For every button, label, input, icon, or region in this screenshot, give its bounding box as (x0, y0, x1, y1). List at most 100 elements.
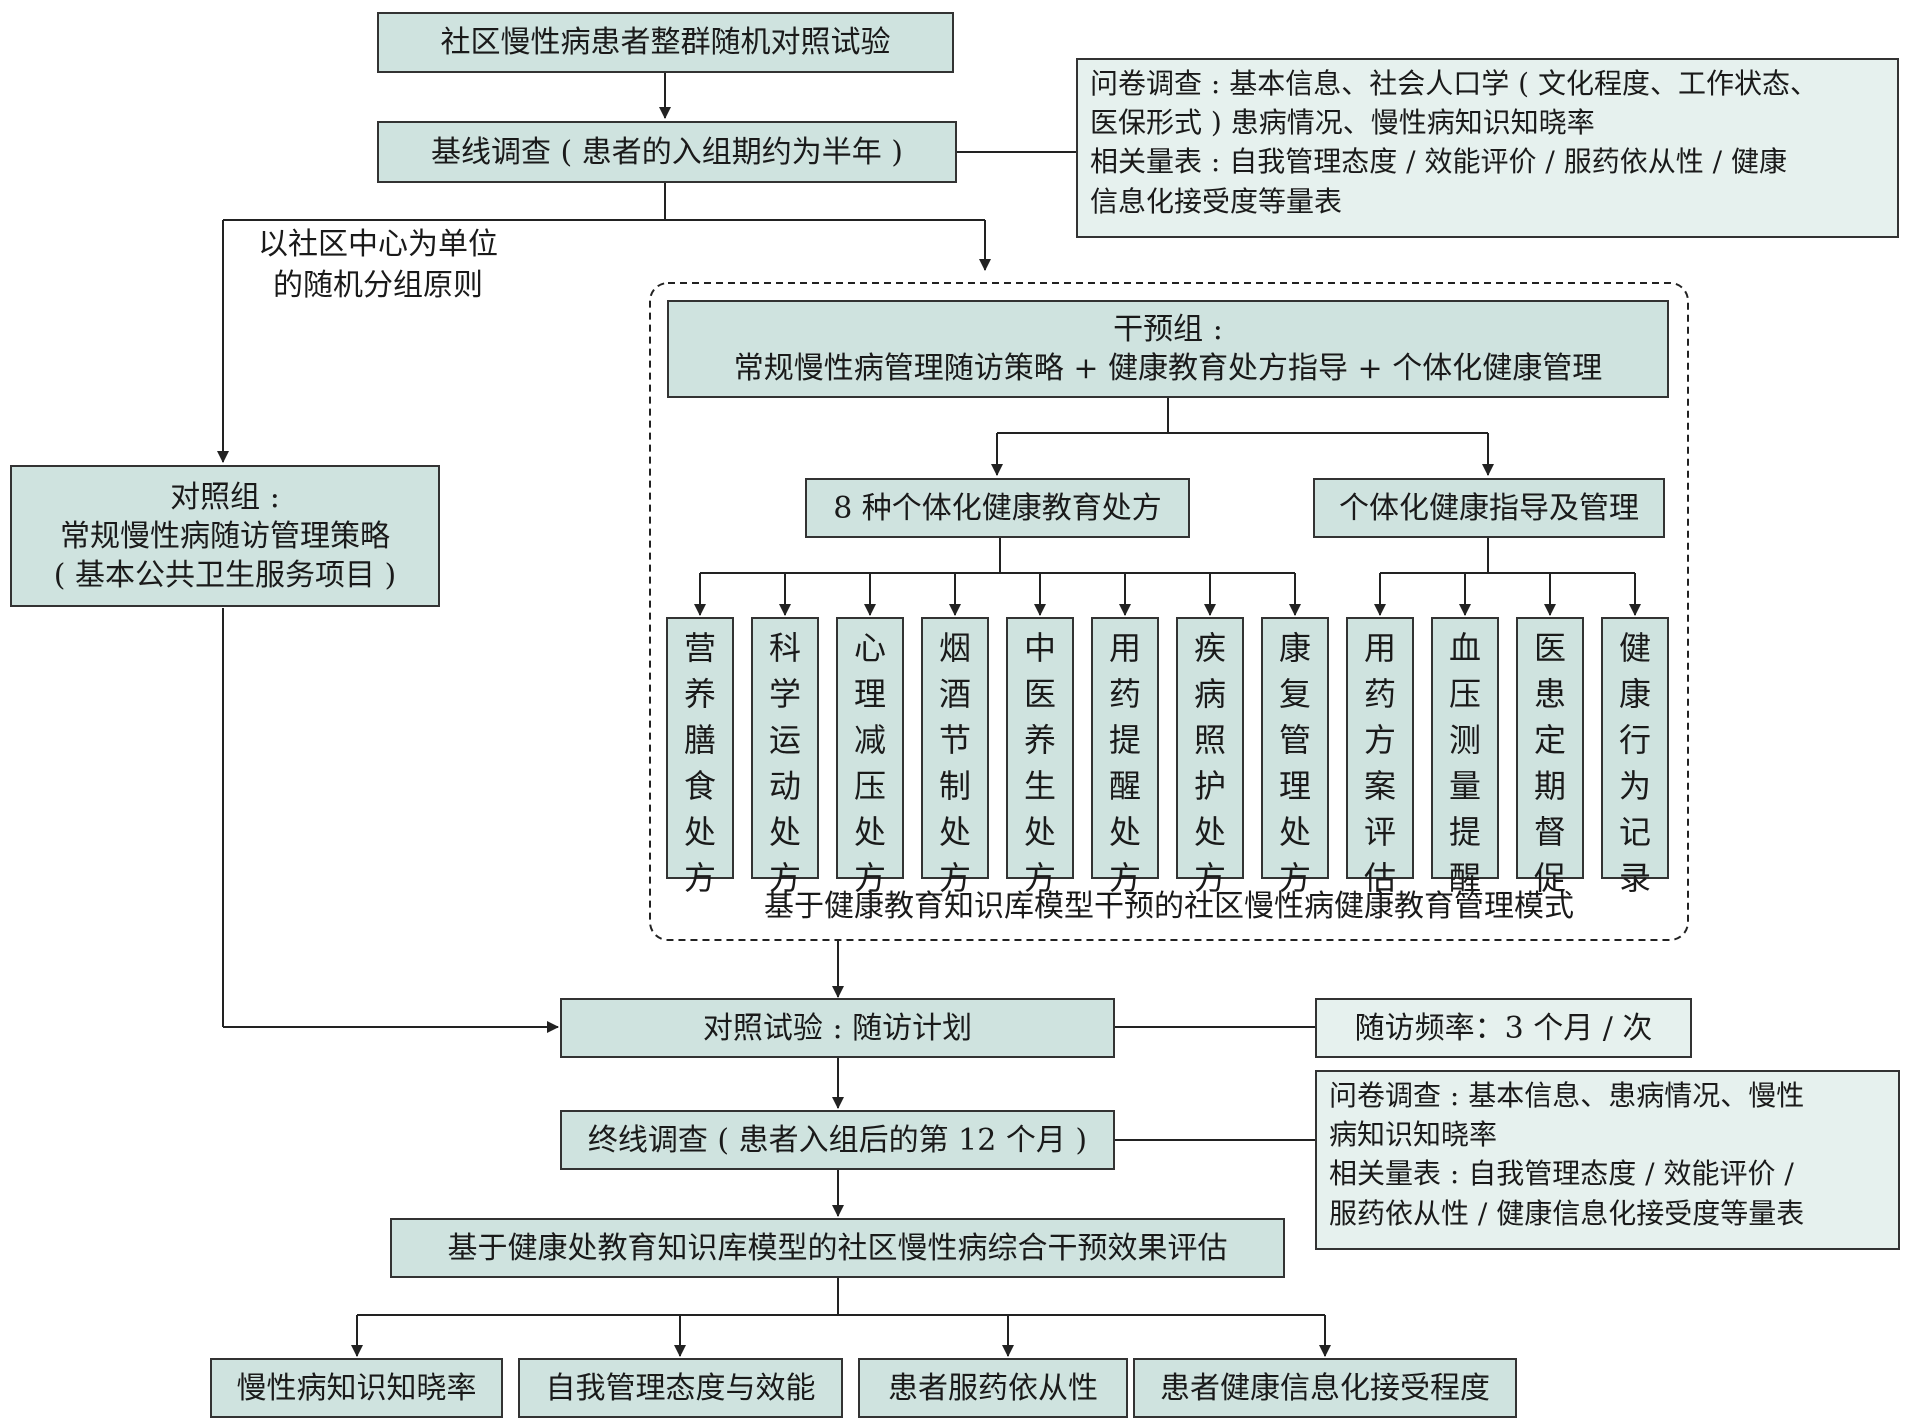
prescription-item-6-char: 方 (1108, 859, 1141, 897)
prescription-item-6-char: 提 (1108, 721, 1141, 759)
intervention-line1: 干预组 : (1113, 312, 1223, 347)
model-caption: 基于健康教育知识库模型干预的社区慢性病健康教育管理模式 (764, 889, 1574, 924)
prescription-item-6-char: 处 (1108, 813, 1141, 851)
random-principle-label: 以社区中心为单位 的随机分组原则 (238, 225, 518, 306)
prescription-item-8: 康复管理处方 (1261, 617, 1329, 897)
guidance-title: 个体化健康指导及管理 (1339, 490, 1639, 526)
guidance-item-3-char: 期 (1533, 767, 1566, 805)
prescription-item-6-char: 用 (1108, 629, 1141, 667)
prescription-item-7-char: 疾 (1193, 629, 1226, 667)
prescription-item-4-char: 酒 (938, 675, 971, 713)
prescription-item-3: 心理减压处方 (836, 617, 904, 897)
prescription-item-3-char: 理 (853, 675, 886, 713)
prescription-item-4-char: 处 (938, 813, 971, 851)
prescription-item-8-char: 方 (1278, 859, 1311, 897)
guidance-item-1-char: 案 (1363, 767, 1396, 805)
prescription-item-8-char: 管 (1278, 721, 1311, 759)
prescription-item-3-char: 处 (853, 813, 886, 851)
guidance-item-2-char: 压 (1448, 675, 1481, 713)
outcome-3-label: 患者服药依从性 (888, 1370, 1098, 1406)
control-line2: 常规慢性病随访管理策略 (60, 518, 390, 554)
prescription-item-7-char: 病 (1193, 675, 1226, 713)
prescription-item-1-char: 方 (683, 859, 716, 897)
prescription-item-6-char: 醒 (1108, 767, 1141, 805)
prescription-item-2-char: 学 (768, 675, 801, 713)
outcome-3-box: 患者服药依从性 (858, 1358, 1128, 1418)
outcome-1-label: 慢性病知识知晓率 (236, 1370, 477, 1406)
guidance-item-2-char: 提 (1448, 813, 1481, 851)
baseline-note-line4: 信息化接受度等量表 (1090, 184, 1343, 218)
prescription-item-3-char: 心 (853, 629, 886, 667)
baseline-note-line1: 问卷调查 : 基本信息、社会人口学 ( 文化程度、工作状态、 (1090, 67, 1818, 100)
guidance-item-4: 健康行为记录 (1601, 617, 1669, 897)
prescription-item-5-char: 方 (1023, 859, 1056, 897)
prescriptions-title-box: 8 种个体化健康教育处方 (805, 478, 1190, 538)
outcome-2-label: 自我管理态度与效能 (545, 1370, 816, 1406)
guidance-item-2-char: 量 (1448, 767, 1481, 805)
guidance-item-4-char: 行 (1618, 721, 1651, 759)
outcome-4-box: 患者健康信息化接受程度 (1133, 1358, 1517, 1418)
guidance-item-2-char: 测 (1448, 721, 1481, 759)
start-label: 社区慢性病患者整群随机对照试验 (440, 25, 891, 60)
final-note-line4: 服药依从性 / 健康信息化接受度等量表 (1329, 1196, 1805, 1230)
final-survey-box: 终线调查 ( 患者入组后的第 12 个月 ) (560, 1110, 1115, 1170)
prescription-item-4-char: 制 (938, 767, 971, 805)
prescription-item-1-char: 食 (683, 767, 716, 805)
random-principle-line1: 以社区中心为单位 (258, 227, 498, 262)
prescription-item-1: 营养膳食处方 (666, 617, 734, 897)
guidance-item-1-char: 评 (1363, 813, 1396, 851)
evaluation-box: 基于健康处教育知识库模型的社区慢性病综合干预效果评估 (390, 1218, 1285, 1278)
prescription-item-8-char: 处 (1278, 813, 1311, 851)
prescription-item-1-char: 处 (683, 813, 716, 851)
start-box: 社区慢性病患者整群随机对照试验 (377, 12, 954, 73)
prescription-item-2-char: 处 (768, 813, 801, 851)
prescription-item-3-char: 方 (853, 859, 886, 897)
prescription-item-5: 中医养生处方 (1006, 617, 1074, 897)
intervention-group-box: 干预组 : 常规慢性病管理随访策略 + 健康教育处方指导 + 个体化健康管理 (667, 300, 1669, 398)
guidance-item-4-char: 康 (1618, 675, 1651, 713)
evaluation-label: 基于健康处教育知识库模型的社区慢性病综合干预效果评估 (447, 1230, 1228, 1266)
baseline-note-line3: 相关量表 : 自我管理态度 / 效能评价 / 服药依从性 / 健康 (1090, 145, 1787, 179)
guidance-item-1-char: 方 (1363, 721, 1396, 759)
control-group-box: 对照组 : 常规慢性病随访管理策略 ( 基本公共卫生服务项目 ) (10, 465, 440, 607)
prescription-item-8-char: 理 (1278, 767, 1311, 805)
random-principle-line2: 的随机分组原则 (273, 267, 483, 303)
guidance-item-4-char: 录 (1618, 859, 1651, 897)
guidance-item-2: 血压测量提醒 (1431, 617, 1499, 897)
prescription-item-8-char: 康 (1278, 629, 1311, 667)
prescription-item-1-char: 养 (683, 675, 716, 713)
prescription-item-6-char: 药 (1108, 675, 1141, 713)
guidance-item-3: 医患定期督促 (1516, 617, 1584, 897)
guidance-item-1: 用药方案评估 (1346, 617, 1414, 897)
prescription-item-1-char: 膳 (683, 721, 716, 759)
baseline-label: 基线调查 ( 患者的入组期约为半年 ) (430, 134, 904, 170)
prescriptions-title: 8 种个体化健康教育处方 (833, 490, 1162, 526)
guidance-item-3-char: 督 (1533, 813, 1566, 851)
outcome-4-label: 患者健康信息化接受程度 (1160, 1370, 1490, 1406)
guidance-item-3-char: 医 (1533, 629, 1566, 667)
final-note-box: 问卷调查 : 基本信息、患病情况、慢性 病知识知晓率 相关量表 : 自我管理态度… (1315, 1070, 1900, 1250)
control-line1: 对照组 : (170, 479, 280, 515)
final-note-line3: 相关量表 : 自我管理态度 / 效能评价 / (1329, 1157, 1794, 1191)
guidance-item-2-char: 醒 (1448, 859, 1481, 897)
control-line3: ( 基本公共卫生服务项目 ) (53, 557, 397, 593)
followup-freq-label: 随访频率：3 个月 / 次 (1354, 1010, 1653, 1046)
guidance-item-1-char: 用 (1363, 629, 1396, 667)
guidance-title-box: 个体化健康指导及管理 (1313, 478, 1665, 538)
prescription-item-5-char: 中 (1023, 629, 1056, 667)
prescription-item-4-char: 烟 (938, 629, 971, 667)
baseline-box: 基线调查 ( 患者的入组期约为半年 ) (377, 121, 957, 183)
guidance-item-3-char: 定 (1533, 721, 1566, 759)
guidance-item-4-char: 为 (1618, 767, 1651, 805)
prescription-item-4-char: 方 (938, 859, 971, 897)
outcome-2-box: 自我管理态度与效能 (518, 1358, 843, 1418)
guidance-item-2-char: 血 (1448, 629, 1481, 667)
guidance-item-1-char: 药 (1363, 675, 1396, 713)
prescription-item-2-char: 动 (768, 767, 801, 805)
outcome-1-box: 慢性病知识知晓率 (210, 1358, 503, 1418)
guidance-item-3-char: 患 (1533, 675, 1566, 713)
intervention-line2: 常规慢性病管理随访策略 + 健康教育处方指导 + 个体化健康管理 (733, 351, 1603, 386)
prescription-item-7-char: 处 (1193, 813, 1226, 851)
